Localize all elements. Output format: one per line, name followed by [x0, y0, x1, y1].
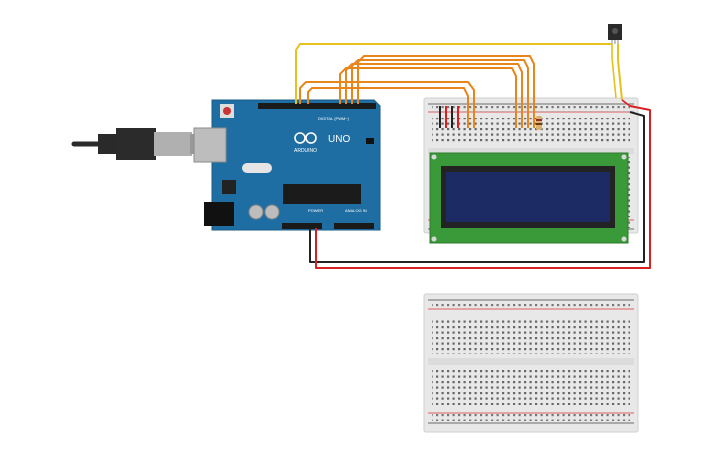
analog-header — [334, 223, 374, 229]
resistor[interactable] — [536, 116, 542, 130]
analog-header-label: ANALOG IN — [345, 208, 367, 213]
reset-button[interactable] — [223, 107, 231, 115]
power-header — [282, 223, 322, 229]
ir-receiver-icon[interactable] — [608, 24, 622, 44]
wires — [295, 43, 651, 269]
board-model-label: UNO — [328, 134, 350, 145]
lcd-screen — [446, 172, 610, 222]
digital-header-label: DIGITAL (PWM~) — [318, 116, 350, 121]
wire-orange-5[interactable] — [351, 59, 529, 128]
board-brand-label: ARDUINO — [294, 148, 317, 154]
wire-yellow-sensor-leg[interactable] — [617, 44, 623, 101]
arduino-uno-board[interactable]: UNO ARDUINO DIGITAL (PWM~) POWER ANALOG … — [193, 99, 381, 231]
usb-cable[interactable] — [71, 128, 196, 160]
atmega-chip — [283, 184, 361, 204]
wire-red-power[interactable] — [315, 105, 651, 269]
wire-orange-3[interactable] — [339, 67, 517, 128]
wire-black-ground[interactable] — [309, 111, 645, 263]
wire-orange-6[interactable] — [357, 55, 535, 128]
arduino-logo — [294, 132, 317, 144]
wire-orange-1[interactable] — [299, 81, 475, 128]
usb-port — [193, 127, 227, 163]
wire-orange-2[interactable] — [307, 87, 469, 128]
wire-yellow-sensor-signal[interactable] — [295, 43, 612, 104]
wire-red-sensor[interactable] — [621, 99, 631, 107]
lcd-module[interactable] — [429, 152, 629, 244]
digital-header — [258, 103, 376, 109]
wire-orange-4[interactable] — [345, 63, 523, 128]
wire-yellow-sensor-leg2[interactable] — [611, 44, 617, 99]
bottom-breadboard[interactable] — [423, 293, 639, 433]
power-jack — [204, 202, 234, 226]
power-header-label: POWER — [308, 208, 323, 213]
